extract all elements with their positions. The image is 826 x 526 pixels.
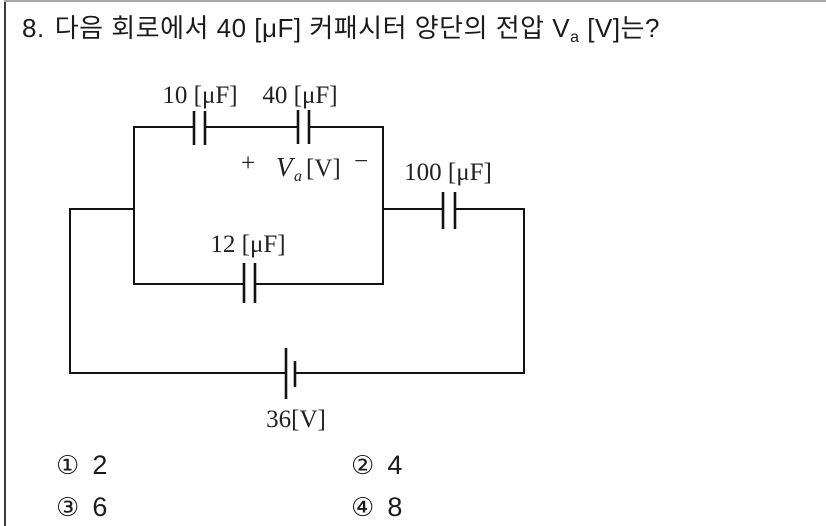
- choice-option-1[interactable]: ① 2: [56, 450, 107, 480]
- capacitor-10uf: [192, 111, 207, 145]
- label-40uf: 40 [μF]: [262, 82, 337, 109]
- choice-option-3[interactable]: ③ 6: [56, 492, 107, 522]
- label-va-unit: [V]: [306, 155, 341, 182]
- choice-option-2[interactable]: ② 4: [351, 450, 402, 480]
- choice-3-marker: ③: [56, 492, 80, 522]
- capacitor-12uf: [242, 263, 257, 303]
- question-text: 8. 다음 회로에서 40 [μF] 커패시터 양단의 전압 Va [V]는?: [22, 13, 660, 53]
- label-36v: 36[V]: [266, 406, 326, 433]
- battery-36v: [284, 348, 297, 399]
- choice-4-value: 8: [387, 492, 403, 522]
- question-body: 다음 회로에서 40 [μF] 커패시터 양단의 전압 V: [54, 13, 571, 43]
- capacitor-40uf: [296, 110, 311, 144]
- choice-1-value: 2: [92, 450, 108, 480]
- question-va-subscript: a: [570, 29, 580, 46]
- circuit-wires: [69, 126, 525, 374]
- label-12uf: 12 [μF]: [210, 231, 285, 258]
- question-body-tail: [V]는?: [579, 13, 660, 43]
- question-number: 8.: [22, 13, 45, 43]
- label-10uf: 10 [μF]: [162, 82, 237, 109]
- page-top-border: [4, 0, 826, 2]
- label-va-subscript: a: [294, 168, 302, 185]
- label-va-symbol: V: [276, 152, 296, 182]
- page-left-border: [4, 0, 6, 526]
- label-va: + V a [V] −: [241, 148, 368, 185]
- choice-3-value: 6: [92, 492, 108, 522]
- choice-1-marker: ①: [56, 450, 80, 480]
- label-va-minus: −: [354, 148, 368, 175]
- choice-4-marker: ④: [351, 492, 375, 522]
- choice-2-value: 4: [387, 450, 403, 480]
- label-va-plus: +: [241, 150, 255, 177]
- label-100uf: 100 [μF]: [404, 159, 492, 186]
- choice-2-marker: ②: [351, 450, 375, 480]
- choice-option-4[interactable]: ④ 8: [351, 492, 402, 522]
- capacitor-100uf: [441, 192, 457, 229]
